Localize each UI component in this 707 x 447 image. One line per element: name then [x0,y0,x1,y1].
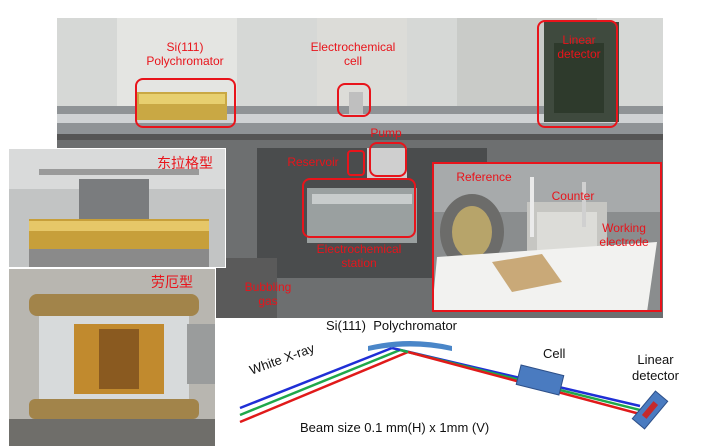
pump-label: Pump [370,126,402,140]
bragg-type-label: 东拉格型 [157,155,213,171]
cell-shape [515,364,565,396]
beam-red-in [239,350,409,424]
polychromator-box [135,78,236,128]
reservoir-box [347,150,365,176]
beam-schematic [220,318,707,445]
beam-size-label: Beam size 0.1 mm(H) x 1mm (V) [300,420,490,435]
cell-closeup-photo [432,162,662,312]
laue-type-label: 劳厄型 [151,274,193,290]
reference-label: Reference [456,170,512,184]
linear-detector-box [537,20,618,128]
electrochemical-station-box [302,178,416,238]
polychromator-crystal [368,341,452,351]
counter-label: Counter [551,189,595,203]
schematic-detector-label: Linear detector [632,352,679,383]
beam-blue-in [239,346,393,410]
cell-label: Cell [543,346,566,361]
bubbling-gas-label: Bubbling gas [244,280,292,308]
linear-detector-shape [631,390,669,430]
electrochemical-cell-box [337,83,371,117]
working-electrode-label: Working electrode [599,221,649,249]
beam-green-in [239,348,401,417]
bragg-cell-photo [8,148,226,268]
electrochemical-station-label: Electrochemical station [316,242,402,270]
linear-detector-label: Linear detector [557,33,601,61]
laue-cell-photo [8,268,216,447]
schematic-polychromator-label: Si(111) Polychromator [326,318,458,333]
electrochemical-cell-label: Electrochemical cell [310,40,396,68]
pump-box [369,142,407,177]
cell-closeup-box [432,162,662,312]
reservoir-label: Reservoir [287,155,339,169]
polychromator-label: Si(111) Polychromator [146,40,224,68]
